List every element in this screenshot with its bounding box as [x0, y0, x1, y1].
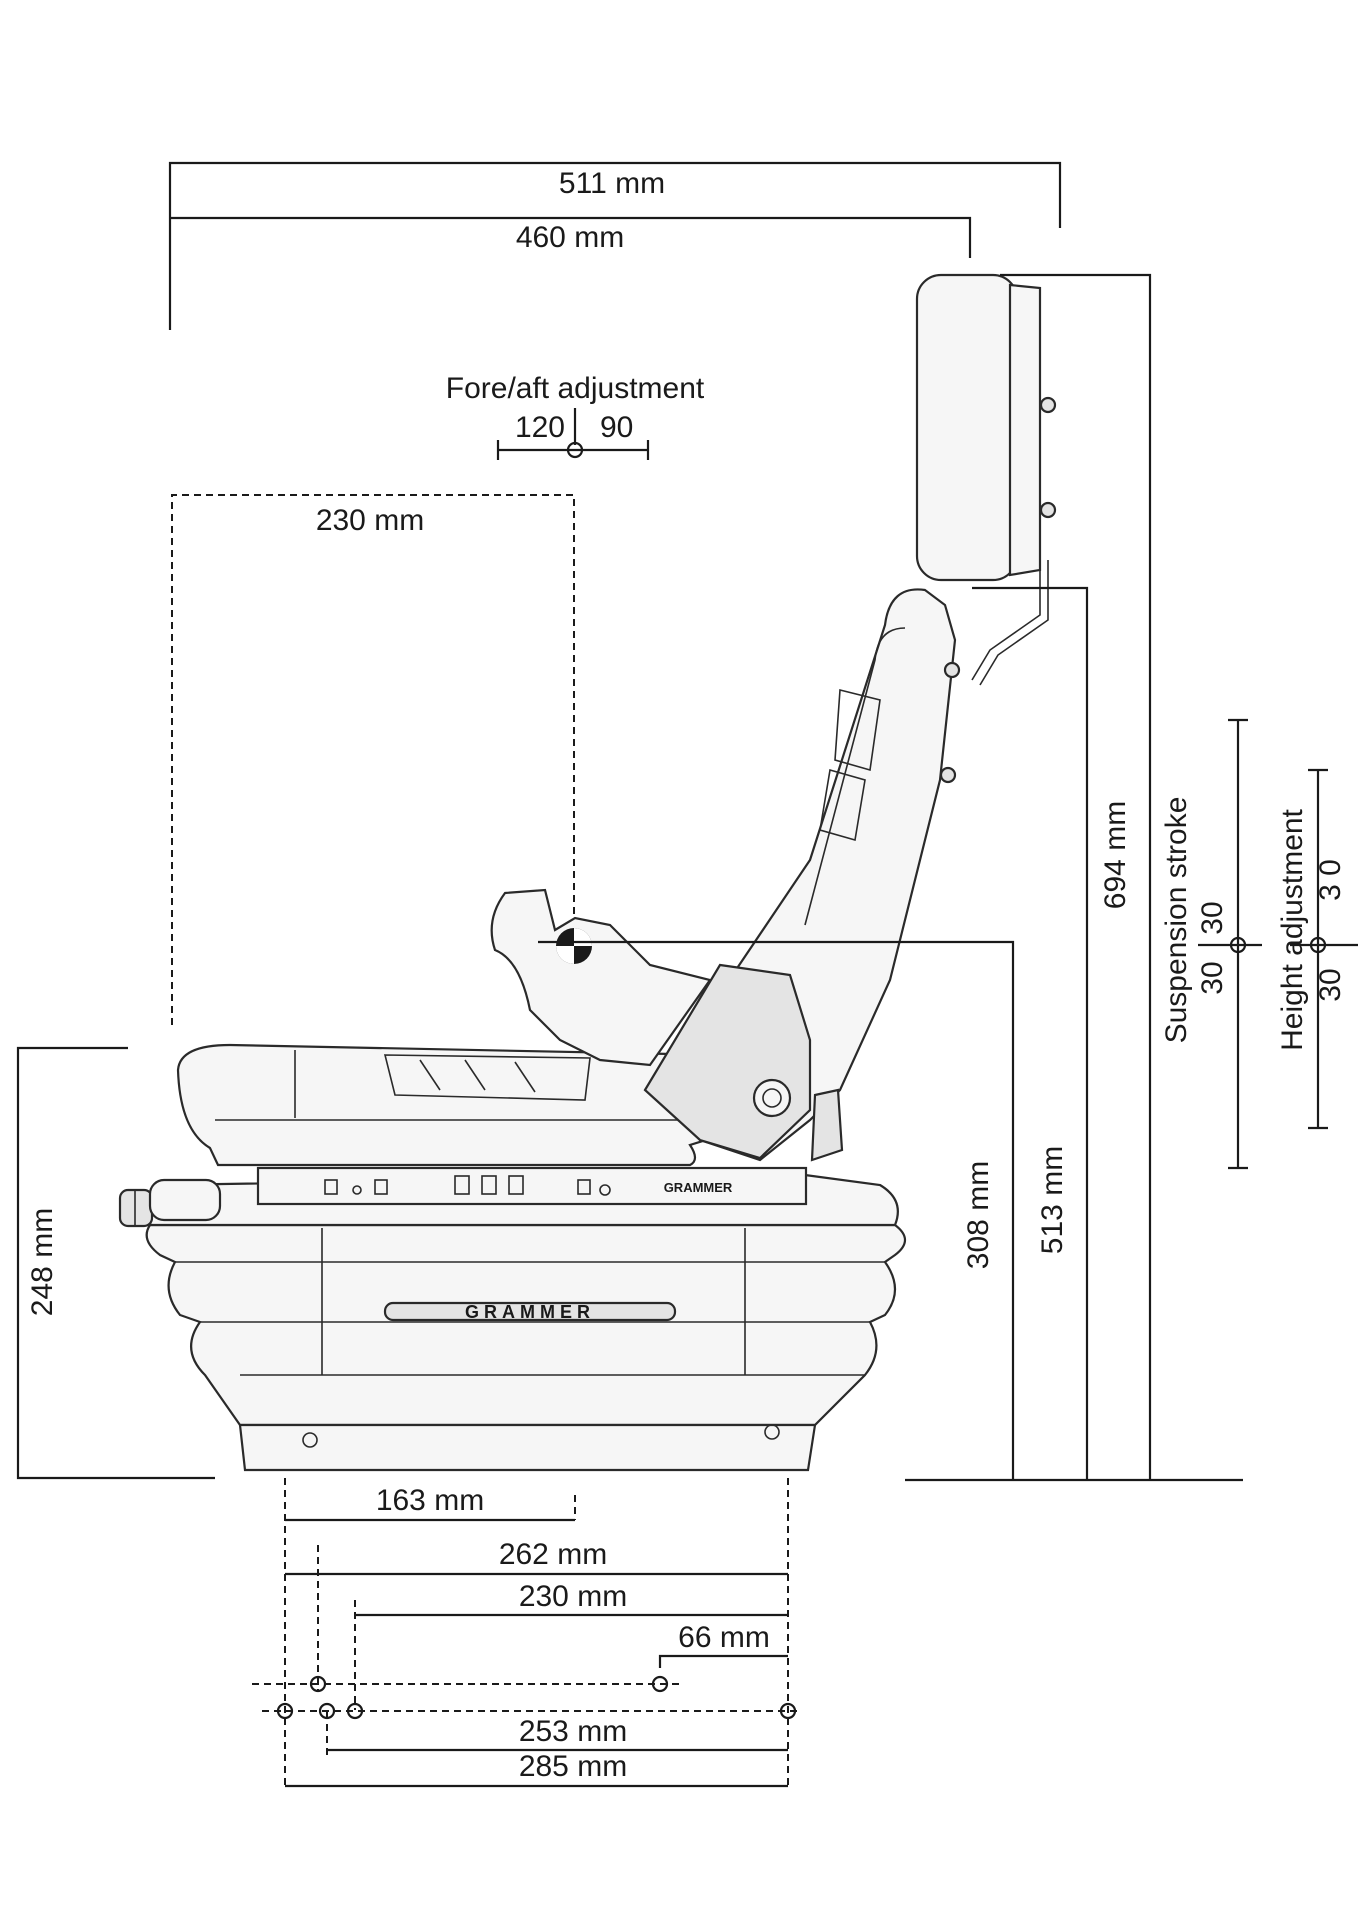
suspension-stroke-title: Suspension stroke: [1160, 797, 1193, 1044]
base-262-label: 262 mm: [499, 1538, 607, 1571]
height-248-label: 248 mm: [26, 1208, 59, 1316]
suspension-down-value: 30: [1196, 961, 1229, 994]
base-253-label: 253 mm: [519, 1715, 627, 1748]
height-adjust-reference-point-icon: [1309, 936, 1327, 954]
height-adjustment: Height adjustment 3 0 30: [1276, 768, 1358, 1130]
headrest: [915, 273, 1019, 582]
suspension-stroke: Suspension stroke 30 30: [1160, 718, 1262, 1170]
base-plate: [238, 1423, 817, 1472]
mount-hole-icon: [779, 1702, 797, 1720]
height-248-dimension: 248 mm: [16, 1046, 215, 1480]
control-console: [256, 1166, 808, 1206]
mount-hole-icon: [309, 1675, 327, 1693]
seat-illustration: GRAMMER GRAMMER: [118, 273, 1057, 1472]
height-adj-up-value: 3 0: [1314, 859, 1347, 901]
bellows-brand-label: GRAMMER: [465, 1302, 595, 1322]
height-adj-down-value: 30: [1314, 968, 1347, 1001]
fore-aft-reference-point-icon: [566, 441, 584, 459]
base-66-line: [658, 1654, 788, 1668]
mount-hole-icon: [276, 1702, 294, 1720]
seat-cushion: [176, 1043, 772, 1167]
base-230-label: 230 mm: [519, 1580, 627, 1613]
height-694-label: 694 mm: [1099, 801, 1132, 909]
mount-hole-icon: [346, 1702, 364, 1720]
fore-aft-back-value: 90: [600, 411, 633, 444]
fore-aft-forward-value: 120: [515, 411, 565, 444]
bellows-brand-plate: [383, 1301, 677, 1322]
mount-hole-icon: [651, 1675, 669, 1693]
base-163-label: 163 mm: [376, 1484, 484, 1517]
width-overall-dimension: 511 mm: [168, 161, 1062, 330]
height-513-dimension: 513 mm: [972, 586, 1089, 1480]
height-694-dimension: 694 mm: [1000, 273, 1152, 1480]
width-seat-dimension: 460 mm: [170, 216, 972, 258]
mount-hole-icon: [318, 1702, 336, 1720]
armrest-lever: [490, 888, 712, 1067]
height-308-label: 308 mm: [962, 1161, 995, 1269]
console-brand-label: GRAMMER: [664, 1180, 733, 1195]
base-66-label: 66 mm: [678, 1621, 770, 1654]
suspension-up-value: 30: [1196, 901, 1229, 934]
height-adjust-knob-icon[interactable]: [118, 1178, 222, 1228]
fore-aft-adjustment: Fore/aft adjustment 120 90: [446, 372, 705, 460]
width-overall-label: 511 mm: [559, 167, 665, 200]
width-seat-label: 460 mm: [516, 221, 624, 254]
height-adjustment-title: Height adjustment: [1276, 808, 1309, 1050]
fore-aft-title: Fore/aft adjustment: [446, 372, 705, 405]
bellows: [145, 1223, 907, 1427]
seat-depth-label: 230 mm: [316, 504, 424, 537]
base-mounting-dimensions: 163 mm 262 mm 230 mm 66 mm 253 mm 285 mm: [252, 1478, 800, 1790]
height-513-label: 513 mm: [1036, 1146, 1069, 1254]
base-285-label: 285 mm: [519, 1750, 627, 1783]
height-308-dimension: 308 mm: [538, 940, 1015, 1480]
suspension-reference-point-icon: [1229, 936, 1247, 954]
seat-depth-dimension: 230 mm: [171, 494, 575, 1070]
